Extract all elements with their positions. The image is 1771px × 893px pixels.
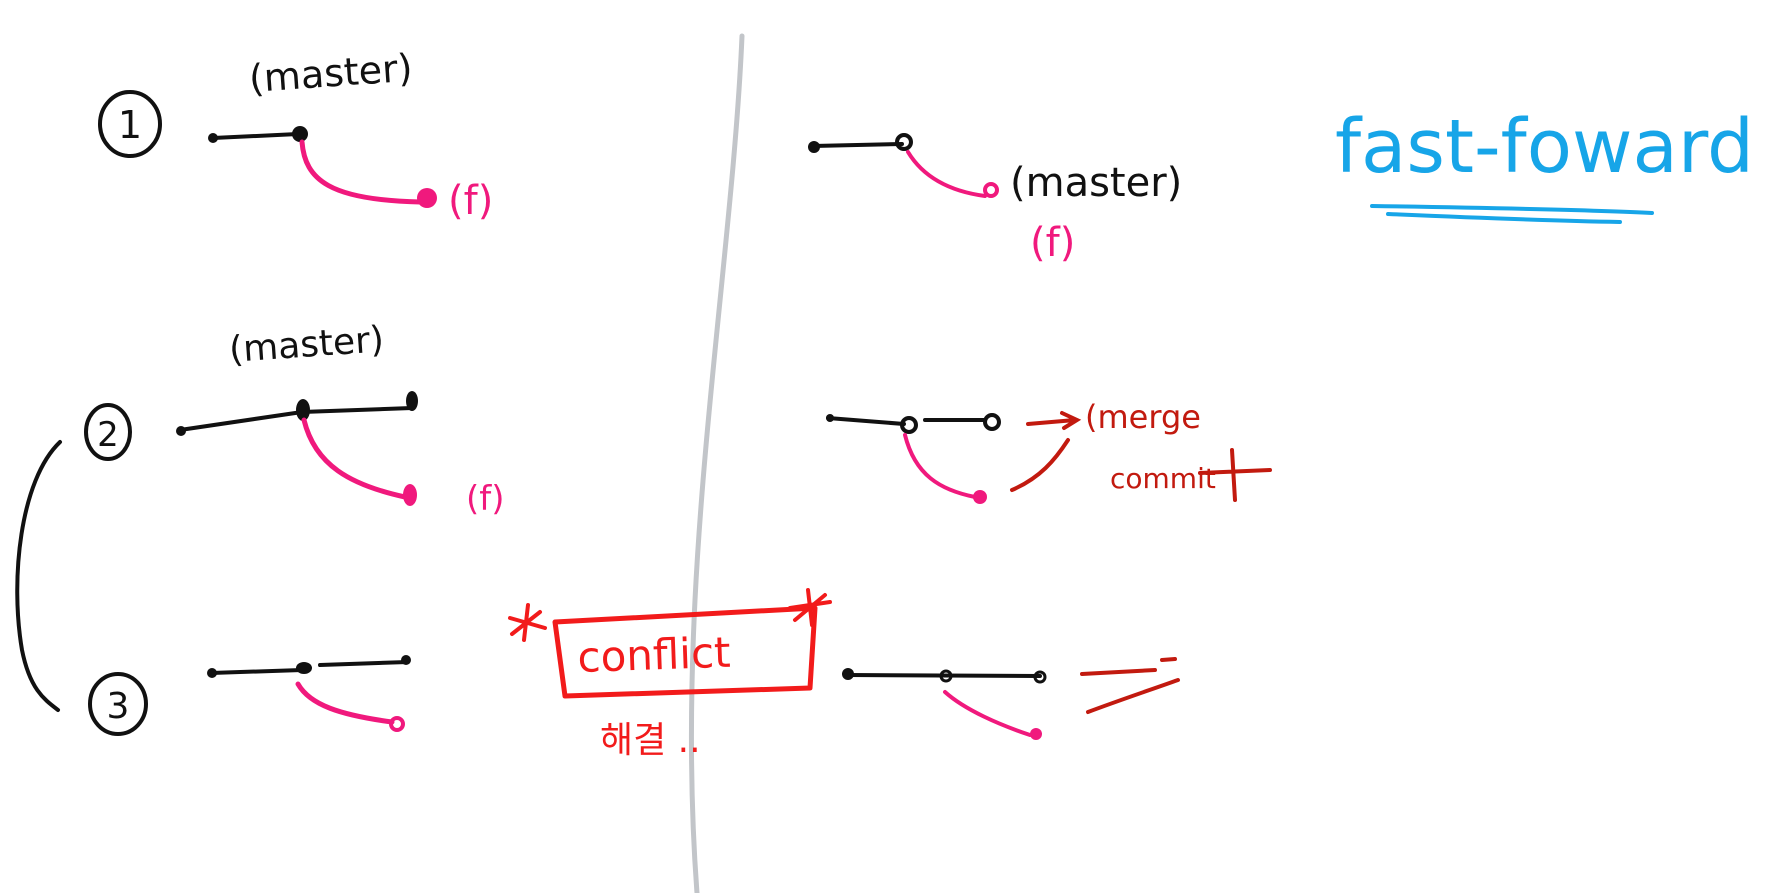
step-3-master-line-a (209, 668, 304, 675)
step-2-commit-c (406, 391, 418, 411)
fast-forward-underline-1 (1370, 204, 1654, 215)
right-case-3-diagram (842, 657, 1180, 740)
step-3-number: 3 (107, 686, 130, 727)
step-1-branch-line (299, 139, 423, 205)
right-3-master-line (846, 673, 1042, 678)
right-1-master-line (811, 142, 904, 148)
right-2-commit-c (983, 413, 1001, 431)
step-1-branch-label: (f) (448, 178, 493, 224)
merge-link-line (1010, 438, 1070, 492)
step-2-branch-commit (403, 484, 417, 506)
step-1-commit-b (292, 126, 308, 142)
right-case-1-diagram: (master) (f) (808, 133, 1182, 266)
fast-forward-title: fast-foward (1335, 104, 1754, 190)
step-3-commit-b (296, 662, 312, 674)
right-1-branch-label: (f) (1030, 220, 1075, 266)
right-1-branch-commit (983, 182, 999, 198)
step-2-commit-b (296, 399, 310, 421)
right-3-commit-b (939, 669, 953, 683)
right-1-branch-line (906, 150, 987, 198)
step-1-commit-a (208, 133, 218, 143)
step-1-circle (98, 90, 162, 158)
step-1-master-line (211, 132, 300, 140)
conflict-label: conflict (577, 628, 732, 682)
step-3-commit-c (401, 655, 411, 665)
conflict-star-left-icon (508, 603, 547, 642)
step-2-master-label: (master) (228, 319, 386, 371)
right-case-2-diagram: (merge commit (826, 398, 1272, 504)
step-1-number: 1 (118, 103, 142, 147)
step-1-master-label: (master) (248, 46, 414, 101)
right-3-branch-line (943, 690, 1032, 737)
step-2-commit-a (176, 426, 186, 436)
right-3-branch-commit (1030, 728, 1042, 740)
commit-label: commit (1110, 462, 1216, 495)
right-2-commit-a (826, 414, 834, 422)
step-2-branch-line (301, 417, 408, 500)
right-1-commit-b (895, 133, 913, 151)
fast-forward-title-group: fast-foward (1335, 104, 1754, 224)
step-2-circle (84, 403, 132, 461)
right-3-commit-a (842, 668, 854, 680)
step-3-branch-line (295, 681, 395, 725)
commit-underline (1198, 448, 1272, 502)
fast-forward-underline-2 (1386, 212, 1622, 224)
step-1-diagram: 1 (master) (f) (98, 46, 493, 224)
step-3-diagram: 3 conflict 해결 .. (88, 588, 832, 761)
right-3-commit-c (1033, 670, 1047, 684)
step-3-master-line-b (318, 660, 410, 667)
conflict-box (552, 605, 818, 699)
step-3-commit-a (207, 668, 217, 678)
step-2-branch-label: (f) (466, 479, 505, 519)
step-2-number: 2 (97, 415, 119, 455)
right-1-master-label: (master) (1010, 160, 1182, 206)
step-3-circle (88, 672, 148, 736)
step-2-master-line (178, 406, 414, 432)
merge-label: (merge (1085, 398, 1201, 436)
resolve-label: 해결 .. (600, 720, 701, 761)
right-2-master-line-a (826, 416, 906, 426)
step-3-branch-commit (389, 716, 405, 732)
step-2-diagram: 2 (master) (f) (15, 319, 505, 712)
right-2-branch-commit (973, 490, 987, 504)
vertical-divider (688, 33, 745, 893)
steps-2-3-bracket (15, 440, 62, 712)
step-1-branch-commit (417, 188, 437, 208)
conflict-star-right-icon (788, 588, 832, 627)
right-2-branch-line (903, 433, 977, 499)
right-2-commit-b (900, 416, 918, 434)
right-3-red-strokes (1080, 657, 1180, 714)
right-1-commit-a (808, 141, 820, 153)
merge-arrow (1026, 411, 1082, 430)
